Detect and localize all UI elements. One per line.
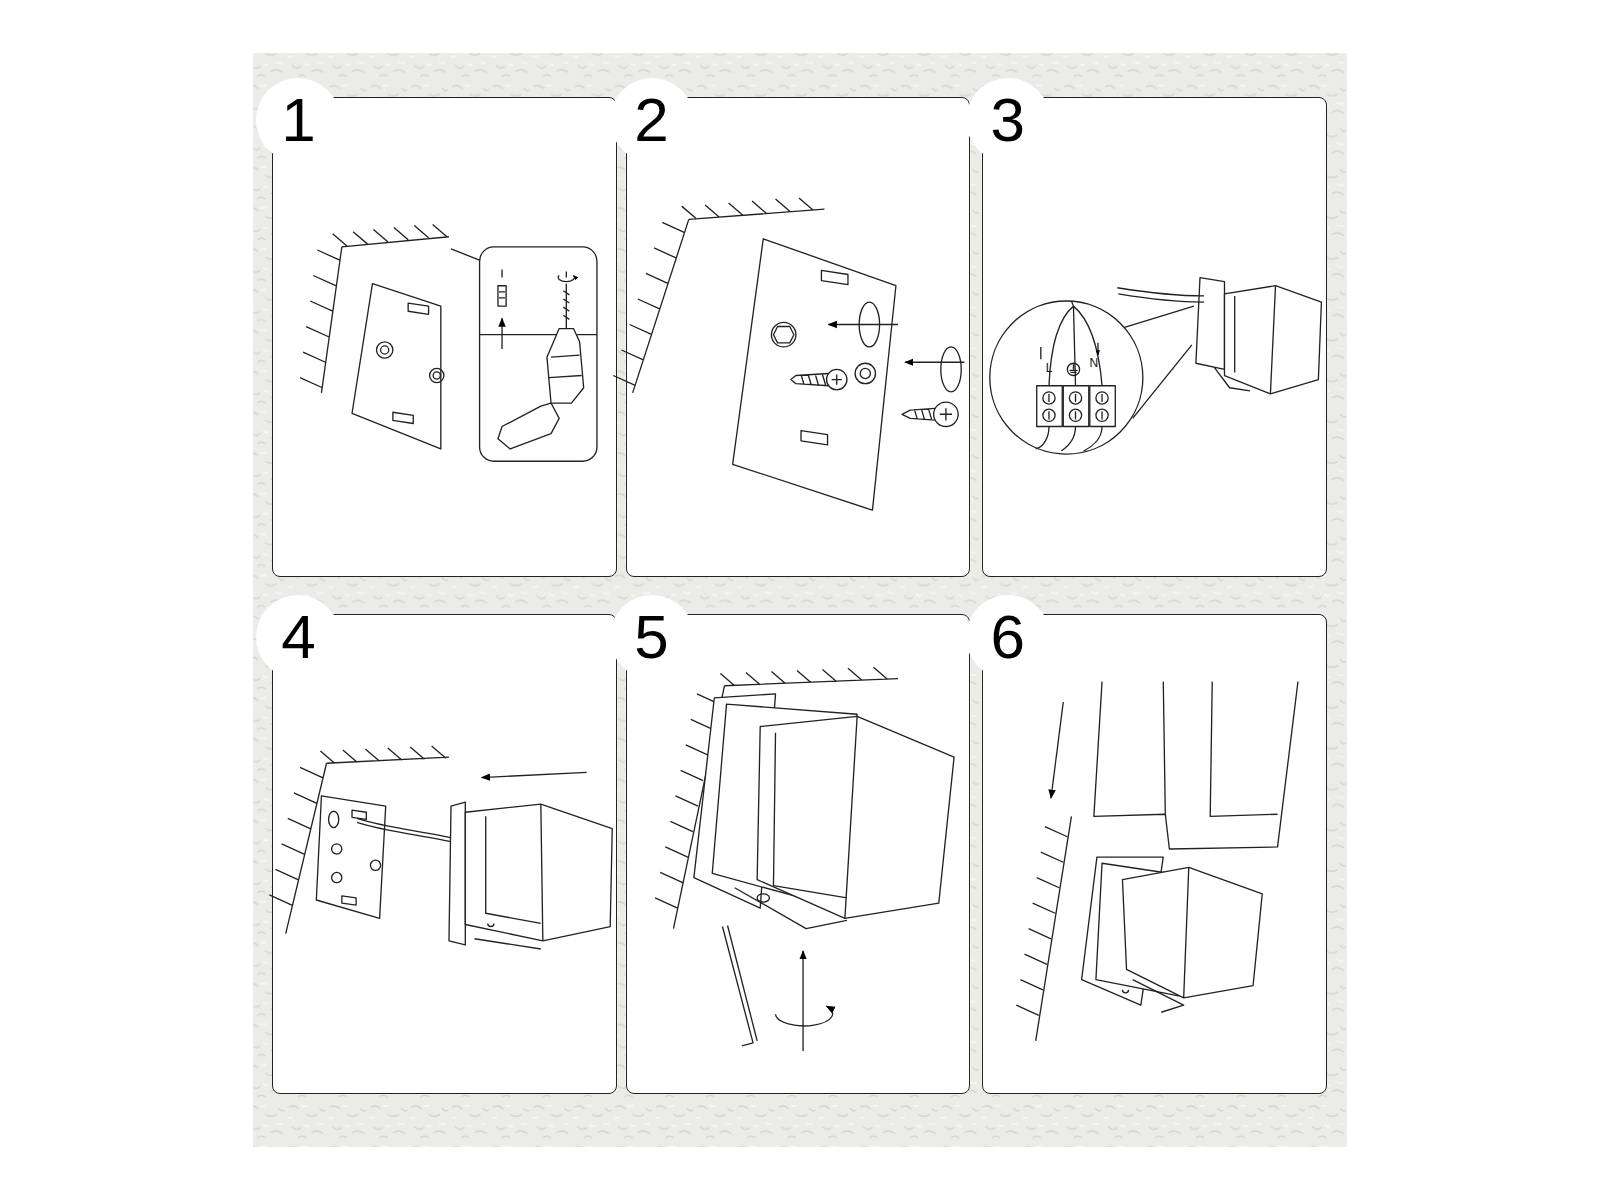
step-panel: 4 xyxy=(272,614,617,1094)
step-number: 5 xyxy=(610,595,694,679)
terminal-label: L xyxy=(1046,362,1053,374)
step-panel: 5 xyxy=(626,614,971,1094)
step-panel: 1 xyxy=(272,97,617,577)
step-number: 1 xyxy=(256,78,340,162)
step-number: 6 xyxy=(966,595,1050,679)
step-number: 4 xyxy=(256,595,340,679)
step-number: 3 xyxy=(966,78,1050,162)
step-number: 2 xyxy=(610,78,694,162)
terminal-label: N xyxy=(1090,357,1099,369)
step-panel: 6 xyxy=(982,614,1327,1094)
step-panel: 3 xyxy=(982,97,1327,577)
step-panel: 2 xyxy=(626,97,971,577)
